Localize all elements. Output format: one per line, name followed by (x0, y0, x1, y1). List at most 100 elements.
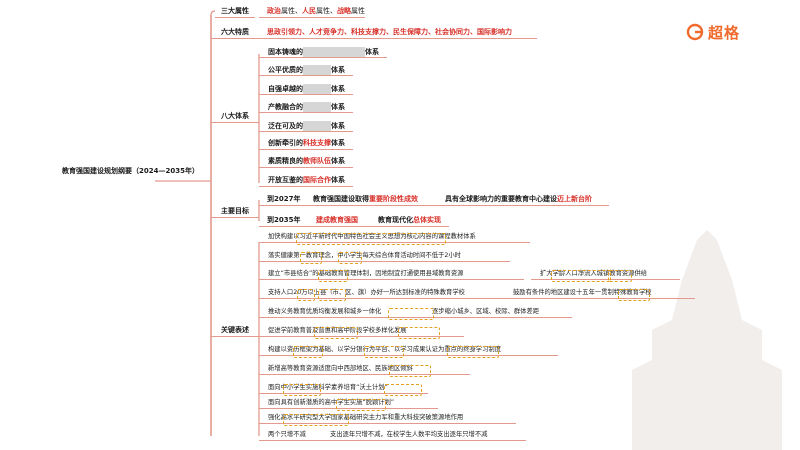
underline (504, 298, 695, 299)
underline (259, 149, 353, 150)
key-statement: 加快构建以习近平新时代中国特色社会主义思想为核心内容的课程教材体系 (268, 233, 476, 240)
highlight-box (300, 252, 322, 264)
underline (423, 317, 572, 318)
underline (259, 374, 470, 375)
goal-2035-a: 建成教育强国 (316, 216, 358, 224)
highlight-box (293, 346, 323, 358)
system-item-keyword: 科技支撑 (303, 139, 331, 147)
system-item: 开放互鉴的国际合作体系 (268, 176, 345, 185)
underline (259, 393, 428, 394)
attr-sep: 属性、 (316, 7, 337, 15)
system-item-keyword: 国际合作 (303, 175, 331, 184)
key-statement: 鼓励有条件的地区建设十五年一贯制特殊教育学校 (513, 289, 652, 296)
goal-2027-a: 教育强国建设取得重要阶段性成效 (313, 195, 418, 204)
underline (259, 279, 524, 280)
key-statement: 落实健康第一教育理念，中小学生每天综合体育活动时间不低于2小时 (268, 252, 461, 259)
underline (259, 336, 464, 337)
highlight-box (618, 289, 650, 301)
goal-2027-b-red: 迈上新台阶 (557, 195, 592, 203)
goal-2027-a-text: 教育强国建设取得 (313, 195, 369, 203)
system-item-blank (303, 47, 365, 57)
key-statement: 扩大学龄人口净流入城镇教育资源供给 (540, 270, 648, 277)
system-item-suffix: 体系 (331, 84, 345, 93)
highlight-box (283, 414, 349, 426)
highlight-box (384, 384, 422, 396)
highlight-box (389, 365, 431, 377)
key-statement: 支持人口20万以上县（市、区、旗）办好一所达到标准的特殊教育学校 (268, 289, 465, 296)
system-item: 固本铸魂的 体系 (268, 47, 379, 57)
goal-2027-b: 具有全球影响力的重要教育中心建设迈上新台阶 (445, 195, 592, 204)
underline (259, 93, 353, 95)
goal-2035-year: 到2035年 (267, 216, 301, 224)
key-statement: 两个只增不减 (268, 431, 306, 438)
attr-people: 人民 (302, 7, 316, 15)
system-item-suffix: 体系 (331, 157, 345, 166)
brand-logo: 超格 (686, 22, 740, 42)
system-item-prefix: 公平优质的 (268, 66, 303, 75)
key-statement: 支出逐年只增不减，在校学生人数平均支出逐年只增不减 (330, 431, 488, 438)
system-item-prefix: 开放互鉴的 (268, 175, 303, 184)
system-item-blank (303, 65, 331, 76)
attr-strategic: 战略 (337, 7, 351, 15)
highlight-box (318, 289, 346, 301)
section-label-traits: 六大特质 (221, 28, 249, 36)
key-statement: 构建以资历框架为基础、以学分银行为平台、以学习成果认证为重点的终身学习制度 (268, 346, 501, 353)
logo-icon (686, 23, 704, 41)
highlight-box (364, 346, 404, 358)
key-statement: 面向具有创新潜质的高中学生实施“脱颖计划” (268, 399, 395, 406)
goal-2027-a-red: 重要阶段性成效 (369, 195, 418, 203)
underline (259, 75, 353, 77)
goal-2035-b: 教育现代化总体实现 (378, 216, 441, 225)
underline (259, 408, 438, 409)
system-item: 产教融合的 体系 (268, 102, 345, 113)
highlight-box (338, 252, 362, 264)
highlight-box (551, 270, 611, 282)
system-item-blank (303, 83, 331, 94)
underline (211, 336, 259, 337)
system-item-suffix: 体系 (365, 48, 379, 56)
logo-text: 超格 (708, 23, 741, 42)
system-item: 自强卓越的 体系 (268, 83, 345, 94)
system-item-prefix: 自强卓越的 (268, 84, 303, 93)
system-item-blank (303, 102, 331, 113)
underline (211, 217, 259, 218)
system-item: 公平优质的 体系 (268, 65, 345, 76)
building-silhouette-decoration (632, 230, 782, 450)
underline (259, 298, 504, 299)
section-label-goals: 主要目标 (221, 207, 249, 215)
key-statement: 面向中小学生实施科学素养培育“沃土计划” (268, 384, 388, 391)
key-statement: 强化高水平研究型大学国家基础研究主力军和重大科技突破策源地作用 (268, 414, 464, 421)
underline (259, 261, 510, 262)
system-item-suffix: 体系 (331, 139, 345, 147)
key-statement: 新增高等教育资源适度向中西部地区、民族地区倾斜 (268, 365, 413, 372)
system-item-prefix: 创新牵引的 (268, 139, 303, 147)
highlight-box (388, 308, 434, 320)
system-item-prefix: 固本铸魂的 (268, 48, 303, 56)
underline (259, 317, 424, 318)
underline (259, 355, 558, 356)
system-item-prefix: 产教融合的 (268, 103, 303, 112)
system-item-prefix: 素质精良的 (268, 157, 303, 166)
underline (259, 17, 365, 18)
attr-sep: 属性 (351, 7, 365, 15)
underline (259, 226, 449, 227)
system-item-prefix: 泛在可及的 (268, 121, 303, 130)
root-node: 教育强国建设规划纲要（2024—2035年） (62, 167, 199, 175)
goal-2035-b-text: 教育现代化 (378, 216, 413, 224)
key-statement: 推动义务教育优质均衡发展和城乡一体化 (268, 308, 382, 315)
system-item: 泛在可及的体系 (268, 120, 345, 131)
goal-2027-year: 到2027年 (267, 195, 301, 203)
highlight-box (447, 346, 499, 358)
underline (321, 440, 526, 441)
system-item-suffix: 体系 (331, 66, 345, 75)
goal-2035-b-red: 总体实现 (413, 216, 441, 224)
highlight-box (398, 327, 440, 339)
underline (259, 130, 353, 132)
underline (211, 122, 259, 123)
system-item: 创新牵引的科技支撑体系 (268, 139, 345, 148)
system-item-suffix: 体系 (331, 103, 345, 112)
system-item-keyword: 教师队伍 (303, 157, 331, 166)
highlight-box (296, 233, 446, 245)
underline (259, 423, 516, 424)
key-statement: 逐步缩小城乡、区域、校际、群体差距 (432, 308, 540, 315)
